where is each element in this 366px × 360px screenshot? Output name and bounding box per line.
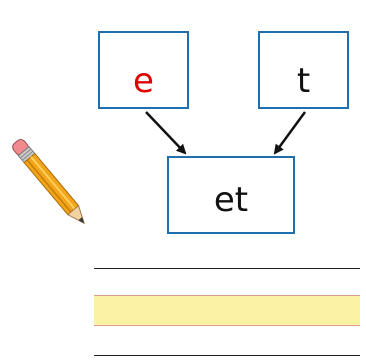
pencil-icon[interactable] (0, 120, 100, 236)
arrow-right-to-result (273, 111, 307, 155)
letter-box-t: t (258, 31, 349, 109)
result-box-et: et (167, 156, 295, 234)
handwriting-lines[interactable] (94, 268, 360, 356)
result-word: et (213, 180, 249, 220)
writing-line-bottom (94, 326, 360, 356)
writing-line-top (94, 268, 360, 296)
arrow-left-to-result (145, 111, 187, 155)
writing-line-midband (94, 296, 360, 326)
letter-box-e: e (98, 31, 189, 109)
letter-e: e (133, 61, 154, 101)
letter-t: t (296, 61, 311, 101)
